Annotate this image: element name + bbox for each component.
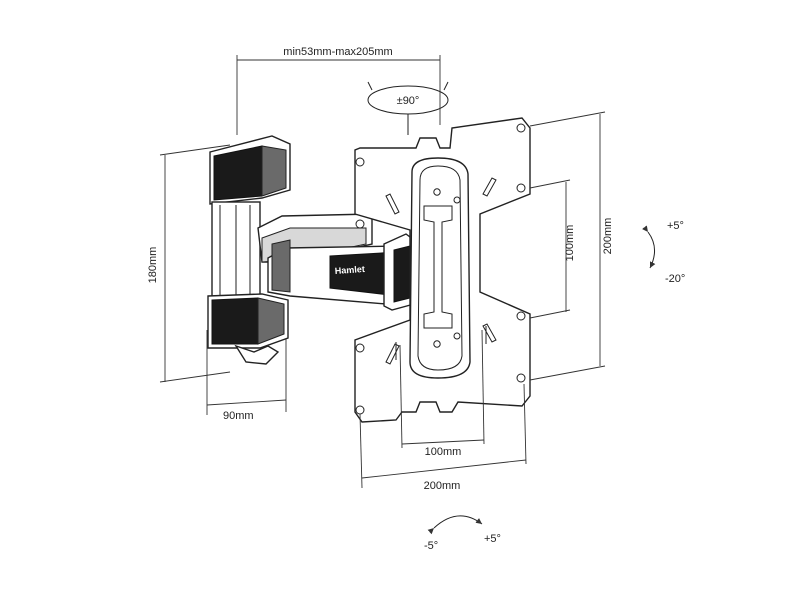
vesa-outer-vertical-label: 200mm (602, 218, 614, 255)
vesa-plate (354, 117, 531, 423)
height-dimension: 180mm (147, 144, 231, 383)
height-label: 180mm (147, 247, 159, 284)
vesa-outer-vertical-dimension: 200mm (529, 111, 614, 381)
depth-label: 90mm (223, 410, 254, 422)
swivel-label: ±90° (397, 95, 420, 107)
tilt-down-label: -20° (665, 273, 685, 285)
vesa-inner-vertical-label: 100mm (564, 225, 576, 262)
vesa-inner-vertical-dimension: 100mm (529, 179, 576, 319)
brand-logo: Hamlet (334, 264, 365, 276)
level-rotation-indicator: -5° +5° (424, 515, 501, 552)
depth-dimension: 90mm (206, 330, 287, 422)
level-plus-label: +5° (484, 533, 501, 545)
wall-bracket (207, 135, 291, 365)
arm-extension-dimension: min53mm-max205mm (236, 46, 441, 135)
vesa-inner-horizontal-label: 100mm (425, 446, 462, 458)
arm-extension-label: min53mm-max205mm (283, 46, 392, 58)
articulating-arm: Hamlet (257, 213, 415, 311)
vesa-outer-horizontal-label: 200mm (424, 480, 461, 492)
level-minus-label: -5° (424, 540, 438, 552)
vesa-inner-horizontal-dimension: 100mm (399, 329, 485, 458)
swivel-indicator: ±90° (367, 81, 449, 135)
tilt-up-label: +5° (667, 220, 684, 232)
vesa-outer-horizontal-dimension: 200mm (359, 383, 527, 492)
tilt-indicator: +5° -20° (642, 220, 685, 285)
